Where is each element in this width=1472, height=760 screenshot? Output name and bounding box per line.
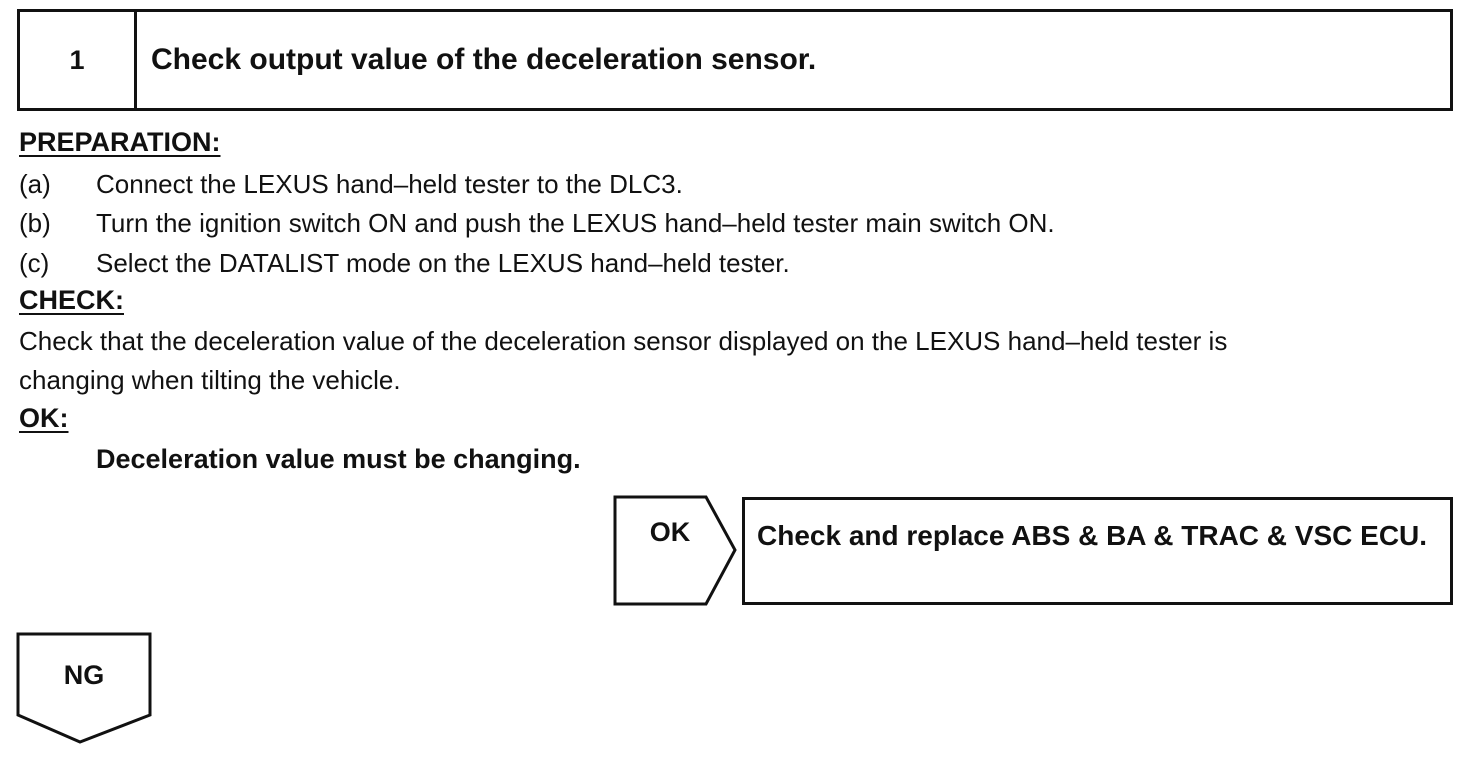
- check-heading: CHECK:: [19, 285, 124, 315]
- preparation-item-text-c: Select the DATALIST mode on the LEXUS ha…: [96, 248, 790, 278]
- ok-arrow-shape: [613, 495, 737, 606]
- preparation-item-label-a: (a): [19, 169, 51, 199]
- step-header-box: 1 Check output value of the deceleration…: [17, 9, 1453, 111]
- check-text-line-1: Check that the deceleration value of the…: [19, 326, 1228, 356]
- preparation-heading: PREPARATION:: [19, 127, 221, 157]
- step-title: Check output value of the deceleration s…: [151, 43, 817, 76]
- check-text-line-2: changing when tilting the vehicle.: [19, 365, 401, 395]
- ok-branch-label: OK: [649, 517, 691, 547]
- step-number: 1: [20, 12, 137, 108]
- preparation-item-label-c: (c): [19, 248, 50, 278]
- ok-heading: OK:: [19, 403, 69, 433]
- preparation-item-text-b: Turn the ignition switch ON and push the…: [96, 208, 1055, 238]
- ok-result-text: Check and replace ABS & BA & TRAC & VSC …: [757, 520, 1428, 551]
- ng-branch-label: NG: [63, 660, 105, 690]
- preparation-item-label-b: (b): [19, 208, 51, 238]
- ok-result-box: Check and replace ABS & BA & TRAC & VSC …: [742, 497, 1453, 605]
- ok-spec: Deceleration value must be changing.: [96, 444, 581, 474]
- preparation-item-text-a: Connect the LEXUS hand–held tester to th…: [96, 169, 683, 199]
